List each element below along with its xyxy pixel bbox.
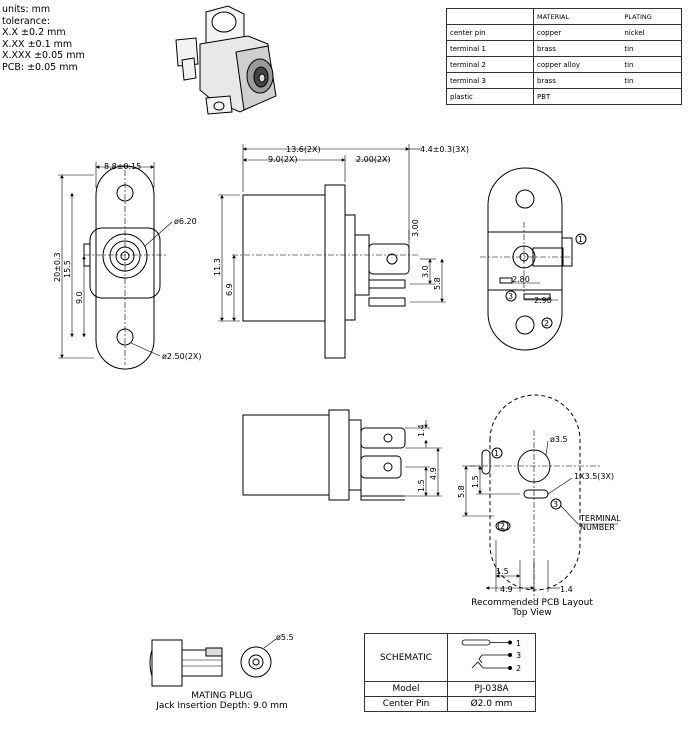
dim-hole-pitch: 15.5: [63, 260, 72, 278]
materials-header-plating: PLATING: [621, 8, 682, 25]
material-cell: copper alloy: [533, 56, 622, 73]
part-cell: terminal 1: [446, 40, 534, 57]
dim-body-height: 11.3: [213, 258, 222, 276]
mating-plug-title: MATING PLUG: [191, 691, 253, 701]
side-view: [218, 144, 446, 359]
plating-cell: [621, 88, 682, 105]
table-row: Center Pin Ø2.0 mm: [364, 696, 536, 712]
rear-terminal-1-label: 1: [578, 235, 583, 244]
dim-plug-dia: ø5.5: [276, 633, 294, 642]
dim-lower-gap: 4.9: [429, 467, 438, 480]
dim-pcb-49: 4.9: [500, 585, 513, 594]
dim-lower-pitch: 1.5: [417, 479, 426, 492]
tolerance-heading: tolerance:: [2, 15, 51, 27]
dim-lower-top: 1.4: [417, 424, 426, 437]
schematic-table: SCHEMATIC 1 3 2 Model PJ-038A Center Pin…: [364, 633, 536, 712]
dim-pin-span: 5.8: [433, 277, 442, 290]
dim-side-t1: 2.80: [512, 275, 530, 284]
mating-plug: [149, 638, 277, 687]
dim-side-t2: 2.90: [534, 296, 552, 305]
pcb-caption: Recommended PCB Layout Top View: [460, 598, 604, 618]
pcb-layout: [489, 394, 581, 591]
plating-cell: tin: [621, 56, 682, 73]
dim-pcb-15-vert: 1.5: [471, 475, 480, 488]
tolerance-x: X.X ±0.2 mm: [2, 27, 66, 38]
dim-width: 8.8±0.15: [104, 162, 141, 171]
tolerance-notes: units: mm tolerance: X.X ±0.2 mm X.XX ±0…: [2, 4, 85, 73]
units-line: units: mm: [2, 4, 51, 15]
table-row: terminal 3 brass tin: [446, 72, 682, 89]
schematic-label: SCHEMATIC: [364, 633, 448, 682]
tolerance-pcb: PCB: ±0.05 mm: [2, 61, 78, 73]
terminal-number-line2: NUMBER: [580, 523, 615, 532]
product-photo: [175, 5, 277, 115]
terminal-number-line1: TERMINAL: [579, 514, 621, 523]
model-label: Model: [364, 681, 448, 697]
mating-plug-caption: MATING PLUG Jack Insertion Depth: 9.0 mm: [140, 691, 304, 711]
plating-cell: tin: [621, 40, 682, 57]
table-row: Model PJ-038A: [364, 681, 536, 697]
dim-flange: 2.00(2X): [356, 155, 391, 164]
dim-pcb-58: 5.8: [457, 485, 466, 498]
center-pin-value: Ø2.0 mm: [447, 696, 536, 712]
dim-length: 20±0.3: [53, 252, 62, 282]
lower-side-view: [242, 409, 442, 501]
materials-table: MATERIAL PLATING center pin copper nicke…: [446, 8, 682, 105]
center-pin-label: Center Pin: [364, 696, 448, 712]
dim-pcb-14: 1.4: [560, 585, 573, 594]
plating-cell: nickel: [621, 24, 682, 41]
material-cell: copper: [533, 24, 622, 41]
dim-pin-offset: 4.4±0.3(3X): [420, 145, 469, 154]
rear-terminal-3-label: 3: [508, 292, 513, 301]
dim-total-depth: 13.6(2X): [286, 145, 321, 154]
pcb-caption-title: Recommended PCB Layout: [471, 598, 593, 608]
jack-symbol-icon: 1 3 2: [461, 639, 521, 673]
dim-center-height: 9.0: [75, 291, 84, 304]
dim-mount-hole: ø2.50(2X): [162, 352, 202, 361]
dim-pcb-hole: ø3.5: [550, 435, 568, 444]
part-cell: terminal 2: [446, 56, 534, 73]
pcb-caption-subtitle: Top View: [512, 608, 552, 618]
dim-axis-height: 6.9: [225, 283, 234, 296]
tolerance-xxx: X.XXX ±0.05 mm: [2, 50, 85, 61]
table-row: plastic PBT: [446, 88, 682, 105]
pcb-terminal-1-label: 1: [494, 449, 499, 458]
part-cell: center pin: [446, 24, 534, 41]
rear-view: [480, 167, 587, 351]
dim-body-depth: 9.0(2X): [268, 155, 298, 164]
table-row: SCHEMATIC 1 3 2: [364, 633, 536, 682]
front-view: [58, 162, 173, 370]
material-cell: PBT: [533, 88, 622, 105]
table-row: terminal 2 copper alloy tin: [446, 56, 682, 73]
material-cell: brass: [533, 40, 622, 57]
model-value: PJ-038A: [447, 681, 536, 697]
dim-bore: ø6.20: [174, 217, 197, 226]
pcb-terminal-2-label: 2: [500, 522, 505, 531]
dim-tab-height: 3.00: [411, 219, 420, 237]
schematic-pin-1: 1: [516, 639, 521, 648]
pcb-terminal-3-label: 3: [553, 500, 558, 509]
dim-pcb-15: 1.5: [496, 567, 509, 576]
tolerance-xx: X.XX ±0.1 mm: [2, 38, 73, 50]
schematic-pin-3: 3: [516, 651, 521, 660]
table-row: terminal 1 brass tin: [446, 40, 682, 57]
part-cell: terminal 3: [446, 72, 534, 89]
plating-cell: tin: [621, 72, 682, 89]
dim-pin-gap: 3.0: [421, 265, 430, 278]
pcb-holes: [462, 430, 618, 600]
materials-header-row: MATERIAL PLATING: [446, 8, 682, 25]
schematic-pin-2: 2: [516, 664, 521, 673]
material-cell: brass: [533, 72, 622, 89]
materials-header-material: MATERIAL: [533, 8, 622, 25]
insertion-depth: Jack Insertion Depth: 9.0 mm: [156, 701, 288, 711]
part-cell: plastic: [446, 88, 534, 105]
table-row: center pin copper nickel: [446, 24, 682, 41]
rear-terminal-2-label: 2: [544, 319, 549, 328]
dim-pcb-slot: 1X3.5(3X): [574, 472, 614, 481]
schematic-symbol: 1 3 2: [447, 633, 536, 682]
materials-header-part: [446, 8, 534, 25]
